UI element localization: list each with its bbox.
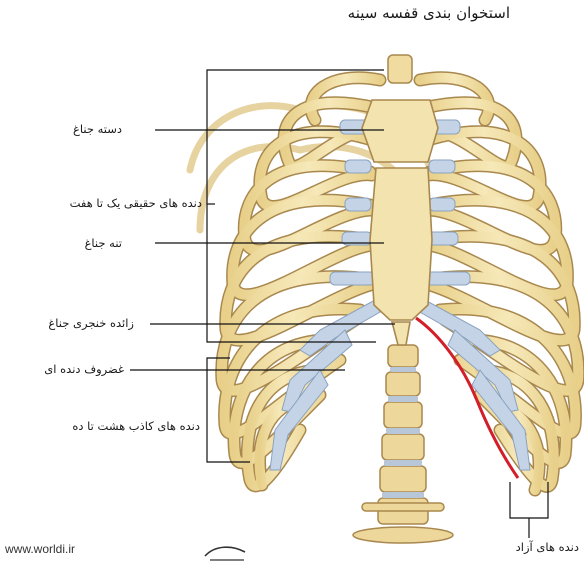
intervertebral-discs bbox=[382, 367, 424, 498]
costal-margin-highlight bbox=[415, 316, 520, 479]
vertebral-column bbox=[352, 54, 454, 544]
manubrium bbox=[361, 99, 439, 163]
label-false-ribs: دنده های کاذب هشت تا ده bbox=[72, 419, 200, 433]
sternum bbox=[361, 99, 439, 346]
label-floating-ribs: دنده های آزاد bbox=[515, 540, 579, 554]
xiphoid-process bbox=[390, 321, 411, 346]
diagram-title: استخوان بندی قفسه سینه bbox=[347, 4, 510, 22]
sternum-body bbox=[369, 167, 433, 321]
bracket-lines bbox=[206, 69, 549, 538]
label-sternum-body: تنه جناغ bbox=[84, 236, 122, 250]
watermark-url: www.worldi.ir bbox=[5, 542, 76, 556]
worldi-logo bbox=[204, 546, 246, 561]
label-xiphoid: زائده خنجری جناغ bbox=[48, 316, 134, 330]
label-true-ribs: دنده های حقیقی یک تا هفت bbox=[69, 196, 202, 210]
leader-lines bbox=[130, 129, 395, 371]
label-manubrium: دسته جناغ bbox=[73, 122, 122, 136]
costal-cartilages bbox=[269, 119, 531, 471]
label-costal-cartilage: غضروف دنده ای bbox=[44, 362, 124, 376]
